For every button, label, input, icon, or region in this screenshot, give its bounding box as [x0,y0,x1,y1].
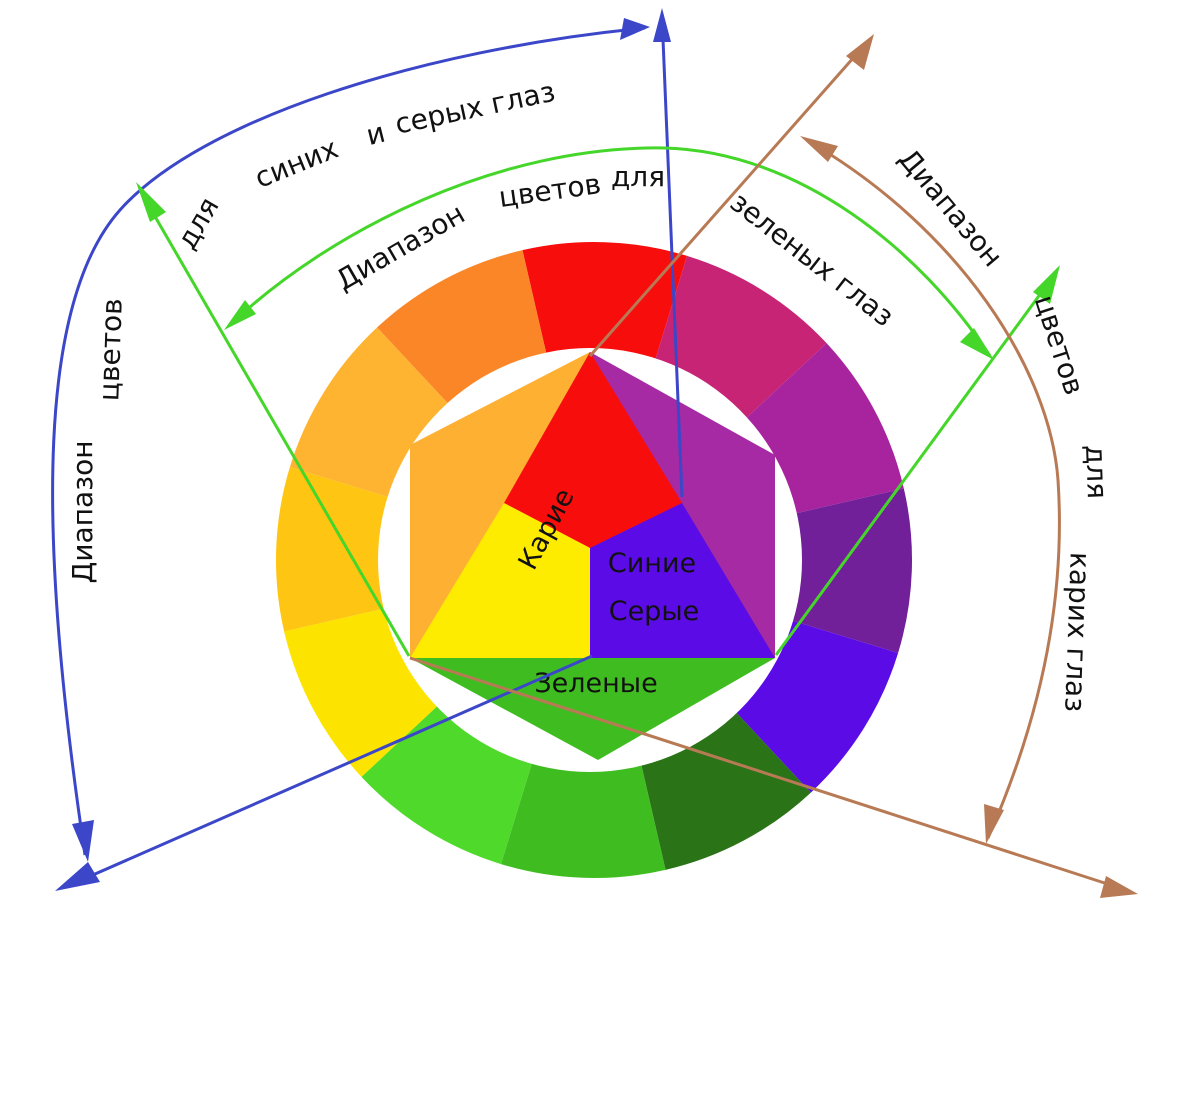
green-ray-right-arrowhead [1033,265,1060,304]
green-range [136,146,1060,657]
brown-ray-up [588,47,864,357]
green-ray-left-arrowhead [136,182,166,222]
ring-segment-red [522,241,687,369]
blue-range-word-sinih: синих [250,132,343,195]
brown-ray-down [409,656,1121,890]
brown-range-word-cvetov: цветов [1028,291,1091,399]
brown-arc-arrowhead-bottom [984,804,1004,844]
green-arc-arrowhead-right [960,328,994,360]
hex-segment-green [410,658,775,760]
blue-ray-down [69,654,593,887]
brown-ray-up-arrowhead [846,34,874,70]
blue-range-word-seryh-glaz: серых глаз [392,75,558,141]
green-arc-arrowhead-left [224,300,256,330]
green-range-word-cvetov: цветов [497,167,603,214]
blue-ray-up [660,14,684,498]
blue-range [51,8,684,891]
blue-range-word-cvetov: цветов [92,298,129,402]
brown-arc-arrowhead-top [800,136,838,162]
green-range-arc [228,146,992,357]
green-ray-left [140,193,411,657]
label-blue-eyes: Синие [608,548,696,579]
blue-range-word-i: и [363,116,389,152]
brown-range-word-dlya: для [1079,444,1114,499]
brown-range-arc [809,140,1061,839]
label-gray-eyes: Серые [609,596,700,627]
blue-ray-up-arrowhead [653,8,671,42]
green-ray-right [774,277,1054,656]
brown-ray-down-arrowhead [1100,876,1138,898]
ring-segment-green [501,751,666,878]
triangle-red [504,352,682,548]
blue-arc-arrowhead-bottom [72,820,94,862]
brown-range-word-diapazon: Диапазон [892,142,1009,273]
triangle-violet [590,503,775,658]
blue-arc-arrowhead-top [620,18,650,40]
brown-range [409,34,1138,898]
green-range-word-dlya: для [611,160,665,193]
blue-range-word-diapazon: Диапазон [66,440,99,583]
blue-range-arc [51,26,646,856]
triangle-yellow [410,503,590,658]
blue-ray-down-arrowhead [55,862,100,891]
brown-range-word-karih-glaz: карих глаз [1058,552,1097,713]
ring-segment-indigo [785,488,912,653]
blue-range-word-dlya: для [170,192,226,255]
